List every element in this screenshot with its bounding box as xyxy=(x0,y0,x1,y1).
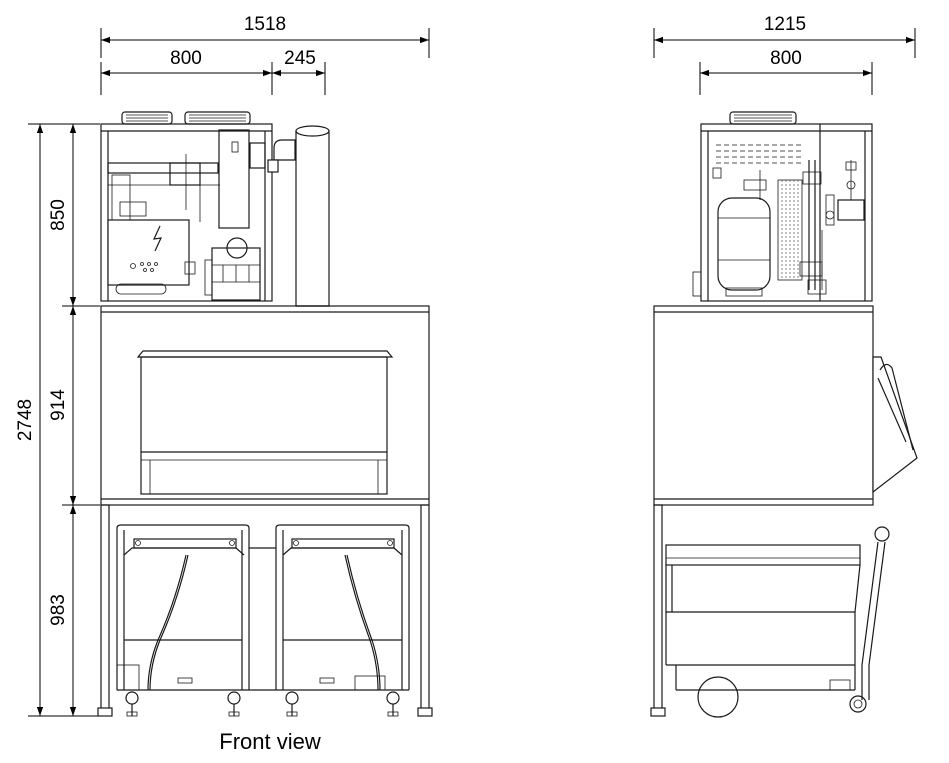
exhaust-duct xyxy=(273,139,296,161)
fan-icon xyxy=(121,111,173,125)
dim-total-height: 2748 xyxy=(15,399,36,441)
height-dimensions: 2748 850 914 983 xyxy=(15,123,100,717)
water-reservoir xyxy=(837,199,865,221)
cart-handle xyxy=(291,538,395,549)
dim-unit-height: 850 xyxy=(48,199,69,231)
fan-icon xyxy=(184,111,251,125)
caster-wheel xyxy=(849,695,867,713)
fan-icon xyxy=(729,111,797,125)
exhaust-pipe xyxy=(295,130,330,307)
dim-bin-height: 914 xyxy=(48,389,69,421)
indicator-lights xyxy=(130,262,158,272)
bin-door-open xyxy=(872,356,918,494)
cart-wheel xyxy=(697,676,739,718)
dim-side-total-width: 1215 xyxy=(764,14,806,35)
storage-bin-side xyxy=(653,305,874,506)
ice-cart-side xyxy=(665,544,861,691)
dim-front-unit-width: 800 xyxy=(170,48,202,69)
ice-cart xyxy=(275,524,410,717)
ice-maker-unit xyxy=(100,123,273,302)
electrical-box xyxy=(107,219,190,286)
condenser-coil xyxy=(777,179,803,281)
cart-handle-side xyxy=(861,526,890,700)
caption: Front view xyxy=(219,729,321,754)
stand-frame xyxy=(97,504,433,717)
compressor-tank xyxy=(717,197,771,297)
front-width-dimensions: 1518 800 245 xyxy=(100,14,430,95)
side-view-machine xyxy=(650,111,918,718)
front-view-machine xyxy=(97,111,433,717)
ice-cart xyxy=(116,524,250,717)
cart-handle xyxy=(133,538,237,549)
ice-maker-unit-side xyxy=(700,123,873,302)
dim-front-offset: 245 xyxy=(284,48,316,69)
lightning-icon xyxy=(152,225,163,252)
dim-stand-height: 983 xyxy=(48,594,69,626)
side-width-dimensions: 1215 800 xyxy=(653,14,916,95)
vent-grille xyxy=(716,144,804,164)
bin-door xyxy=(140,356,388,495)
dim-front-total-width: 1518 xyxy=(244,14,286,35)
storage-bin xyxy=(100,305,430,506)
dim-side-unit-width: 800 xyxy=(770,48,802,69)
